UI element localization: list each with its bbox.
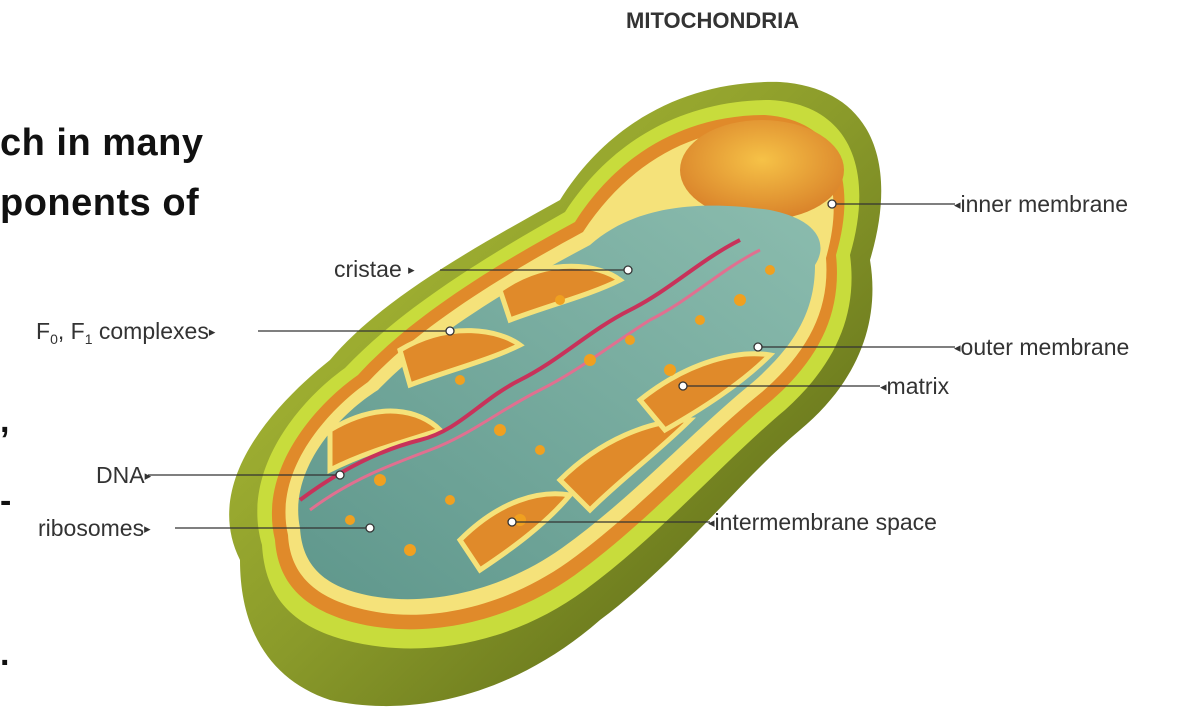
label-outer-membrane: ◂outer membrane [954, 334, 1129, 361]
diagram-title: MITOCHONDRIA [626, 8, 799, 34]
cap-region [680, 120, 844, 220]
label-ribosomes: ribosomes▸ [38, 515, 151, 542]
arrow-right-icon: ▸ [209, 324, 216, 339]
label-intermembrane-space: ◂intermembrane space [708, 509, 937, 536]
arrow-right-icon: ▸ [144, 521, 151, 536]
label-f0-f1-complexes: F0, F1 complexes▸ [36, 318, 215, 347]
arrow-right-icon: ▸ [145, 468, 152, 483]
arrow-right-icon: ▸ [408, 262, 415, 277]
label-matrix: ◂matrix [880, 373, 949, 400]
label-cristae: cristae ▸ [334, 256, 415, 283]
label-dna: DNA▸ [96, 462, 151, 489]
label-inner-membrane: ◂inner membrane [954, 191, 1128, 218]
